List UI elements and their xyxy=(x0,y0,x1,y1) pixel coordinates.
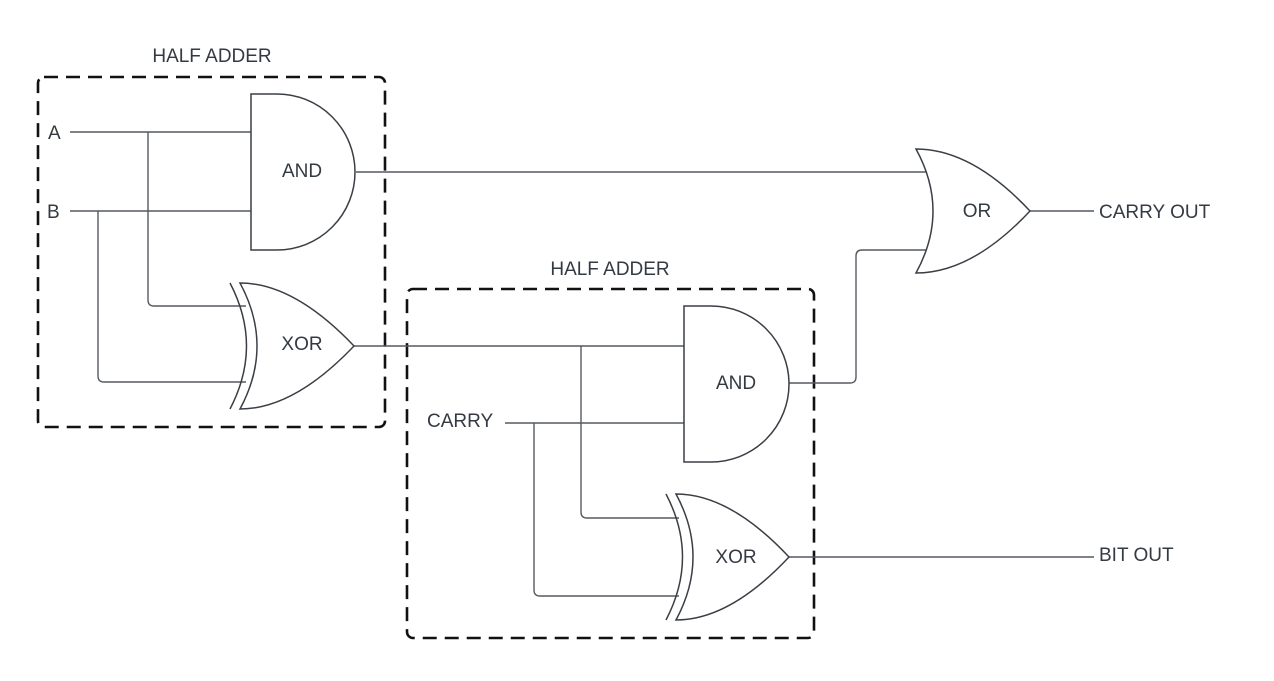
wire-carry-to-xor2 xyxy=(533,423,679,597)
input-carry-label: CARRY xyxy=(427,411,493,432)
half-adder-label-2: HALF ADDER xyxy=(550,259,669,280)
input-a-label: A xyxy=(48,123,61,144)
xor-gate-1 xyxy=(229,282,356,410)
carry-out-label: CARRY OUT xyxy=(1099,202,1211,223)
or-gate-label: OR xyxy=(963,201,992,222)
wire-xor1-to-xor2 xyxy=(580,346,679,519)
xor-gate-2 xyxy=(665,493,791,621)
wire-and2-to-or xyxy=(789,249,927,384)
input-b-label: B xyxy=(47,202,60,223)
and-gate-1-label: AND xyxy=(282,161,322,182)
half-adder-label-1: HALF ADDER xyxy=(152,46,271,67)
wires xyxy=(70,131,1094,597)
and-gate-2 xyxy=(683,305,790,463)
half-adder-box-2 xyxy=(405,287,816,640)
xor-gate-1-label: XOR xyxy=(281,334,322,355)
wire-a-to-xor1 xyxy=(147,132,246,307)
xor-gate-2-label: XOR xyxy=(715,547,756,568)
and-gate-1 xyxy=(250,93,356,251)
and-gate-2-label: AND xyxy=(716,373,756,394)
half-adder-box-1 xyxy=(36,75,387,429)
wire-b-to-xor1 xyxy=(97,211,246,383)
bit-out-label: BIT OUT xyxy=(1099,545,1174,566)
or-gate xyxy=(914,148,1032,274)
